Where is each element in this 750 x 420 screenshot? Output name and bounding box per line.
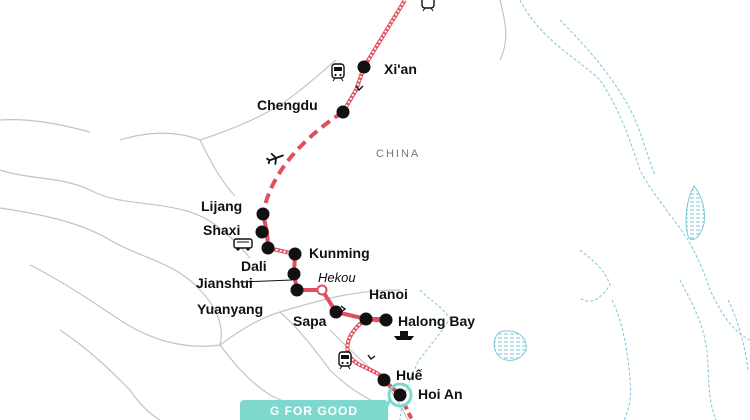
- city-label-lijiang[interactable]: Lijang: [201, 198, 243, 214]
- stop-marker-hanoi[interactable]: [359, 312, 373, 326]
- city-label-hanoi[interactable]: Hanoi: [369, 286, 408, 302]
- stop-marker-dali[interactable]: [261, 241, 275, 255]
- city-label-jianshui[interactable]: Jianshui: [196, 275, 253, 291]
- boat-icon: [394, 331, 414, 340]
- city-label-shaxi[interactable]: Shaxi: [203, 222, 241, 238]
- city-label-dali[interactable]: Dali: [241, 258, 267, 274]
- city-label-yuanyang[interactable]: Yuanyang: [197, 301, 264, 317]
- country-label-china: CHINA: [376, 148, 421, 160]
- stop-marker-halong-bay[interactable]: [379, 313, 393, 327]
- stop-marker-chengdu[interactable]: [336, 105, 350, 119]
- plane-icon: [265, 152, 284, 165]
- city-label-xian[interactable]: Xi'an: [384, 61, 417, 77]
- hainan-island: [493, 330, 527, 361]
- coastline: [399, 0, 750, 420]
- stop-marker-sapa[interactable]: [329, 305, 343, 319]
- stops: [255, 60, 407, 402]
- arrow-marker: [355, 85, 364, 92]
- train-icon: [331, 63, 345, 82]
- stop-marker-yuanyang[interactable]: [290, 283, 304, 297]
- stop-marker-lijiang[interactable]: [256, 207, 270, 221]
- train-icon: [338, 351, 352, 370]
- city-label-hoi-an[interactable]: Hoi An: [418, 386, 463, 402]
- stop-marker-shaxi[interactable]: [255, 225, 269, 239]
- hoi-an-highlight-ring: [387, 382, 413, 408]
- stop-marker-hoi-an[interactable]: [393, 388, 407, 402]
- city-label-sapa[interactable]: Sapa: [293, 313, 327, 329]
- city-label-chengdu[interactable]: Chengdu: [257, 97, 318, 113]
- g-for-good-badge[interactable]: G FOR GOOD: [240, 400, 388, 420]
- stop-marker-hue[interactable]: [377, 373, 391, 387]
- stop-marker-hekou[interactable]: [316, 284, 328, 296]
- arrow-marker: [367, 354, 376, 360]
- leader-line-jianshui: [239, 279, 293, 283]
- stop-marker-kunming[interactable]: [288, 247, 302, 261]
- city-label-kunming[interactable]: Kunming: [309, 245, 370, 261]
- taiwan-island: [685, 185, 705, 240]
- bus-icon: [233, 238, 253, 251]
- city-label-halong-bay[interactable]: Halong Bay: [398, 313, 476, 329]
- country-borders: [0, 0, 507, 420]
- city-label-hue[interactable]: Huế: [396, 367, 423, 383]
- stop-marker-xian[interactable]: [357, 60, 371, 74]
- city-label-hekou[interactable]: Hekou: [318, 270, 356, 285]
- stop-marker-jianshui[interactable]: [287, 267, 301, 281]
- philippines-outline: [611, 279, 749, 420]
- train-icon: [421, 0, 435, 12]
